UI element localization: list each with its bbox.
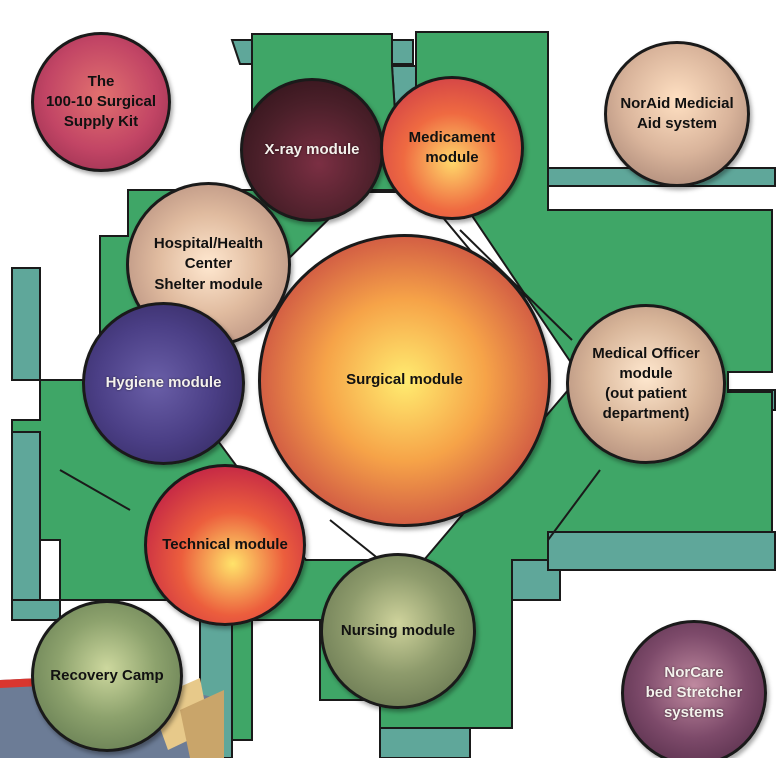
technical-module-circle: Technical module xyxy=(144,464,306,626)
medicament-module-circle: Medicament module xyxy=(380,76,524,220)
hygiene-module-circle: Hygiene module xyxy=(82,302,245,465)
surgical-module-circle: Surgical module xyxy=(258,234,551,527)
noraid-medical-aid-circle: NorAid Medicial Aid system xyxy=(604,41,750,187)
surgical-supply-kit-label: The 100-10 Surgical Supply Kit xyxy=(38,72,164,133)
medicament-module-label: Medicament module xyxy=(401,128,504,169)
hygiene-module-label: Hygiene module xyxy=(98,373,230,393)
recovery-camp-label: Recovery Camp xyxy=(42,666,171,686)
xray-module-label: X-ray module xyxy=(256,140,367,160)
recovery-camp-circle: Recovery Camp xyxy=(31,600,183,752)
noraid-medical-aid-label: NorAid Medicial Aid system xyxy=(612,94,741,135)
shelter-module-label: Hospital/Health Center Shelter module xyxy=(146,234,271,295)
technical-module-label: Technical module xyxy=(154,535,296,555)
surgical-module-label: Surgical module xyxy=(338,370,471,390)
medical-officer-module-circle: Medical Officer module (out patient depa… xyxy=(566,304,726,464)
nursing-module-label: Nursing module xyxy=(333,621,463,641)
norcare-stretcher-circle: NorCare bed Stretcher systems xyxy=(621,620,767,758)
nursing-module-circle: Nursing module xyxy=(320,553,476,709)
norcare-stretcher-label: NorCare bed Stretcher systems xyxy=(638,663,751,724)
surgical-supply-kit-circle: The 100-10 Surgical Supply Kit xyxy=(31,32,171,172)
medical-officer-module-label: Medical Officer module (out patient depa… xyxy=(584,344,708,425)
